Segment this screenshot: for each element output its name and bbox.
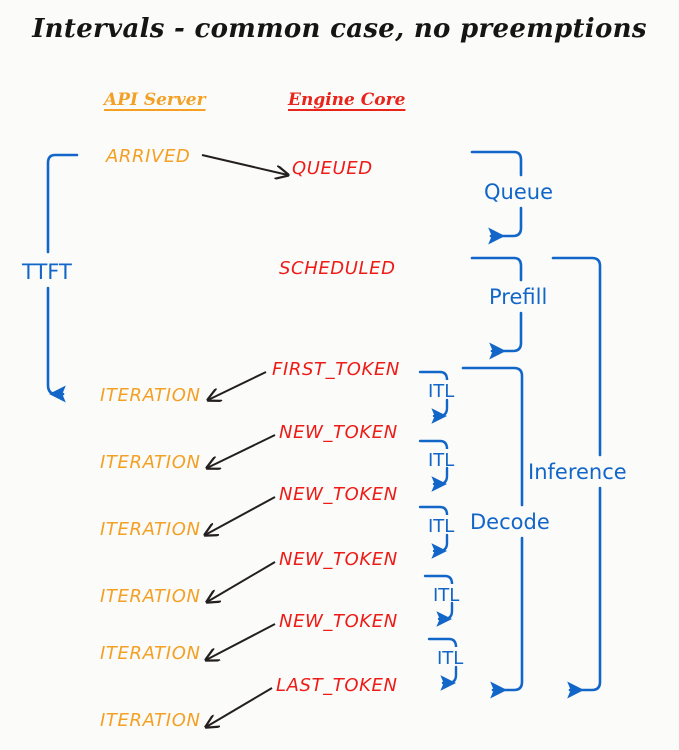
interval-label-queue: Queue — [484, 180, 553, 204]
state-iteration-6: ITERATION — [100, 710, 201, 731]
diagram-title: Intervals - common case, no preemptions — [32, 14, 647, 44]
state-iteration-3: ITERATION — [100, 519, 201, 540]
interval-label-inference: Inference — [528, 460, 627, 484]
state-iteration-2: ITERATION — [100, 452, 201, 473]
interval-label-decode: Decode — [470, 510, 550, 534]
state-queued: QUEUED — [292, 158, 373, 179]
arrow-arrived-to-queued — [201, 154, 288, 175]
state-iteration-5: ITERATION — [100, 643, 201, 664]
state-scheduled: SCHEDULED — [279, 258, 396, 279]
column-header-engine-core: Engine Core — [288, 90, 406, 110]
state-new-token-4: NEW_TOKEN — [279, 611, 398, 632]
state-last-token: LAST_TOKEN — [276, 675, 398, 696]
interval-label-ttft: TTFT — [22, 260, 72, 284]
interval-label-itl-2: ITL — [428, 450, 455, 471]
arrow-new-token-to-iteration-4 — [207, 561, 276, 602]
state-new-token-1: NEW_TOKEN — [279, 422, 398, 443]
arrow-first-token-to-iteration-1 — [208, 371, 267, 400]
interval-label-itl-3: ITL — [428, 516, 455, 537]
state-arrived: ARRIVED — [106, 146, 191, 167]
column-header-api-server: API Server — [104, 90, 206, 110]
state-iteration-4: ITERATION — [100, 586, 201, 607]
state-new-token-2: NEW_TOKEN — [279, 484, 398, 505]
arrow-new-token-to-iteration-5 — [206, 623, 276, 660]
interval-label-itl-1: ITL — [428, 381, 455, 402]
state-new-token-3: NEW_TOKEN — [279, 549, 398, 570]
interval-label-prefill: Prefill — [489, 285, 548, 309]
arrow-new-token-to-iteration-3 — [205, 496, 276, 535]
arrow-last-token-to-iteration-6 — [206, 687, 273, 727]
interval-label-itl-5: ITL — [437, 648, 464, 669]
state-first-token: FIRST_TOKEN — [272, 359, 400, 380]
state-iteration-1: ITERATION — [100, 385, 201, 406]
interval-label-itl-4: ITL — [433, 585, 460, 606]
arrow-new-token-to-iteration-2 — [207, 434, 276, 468]
